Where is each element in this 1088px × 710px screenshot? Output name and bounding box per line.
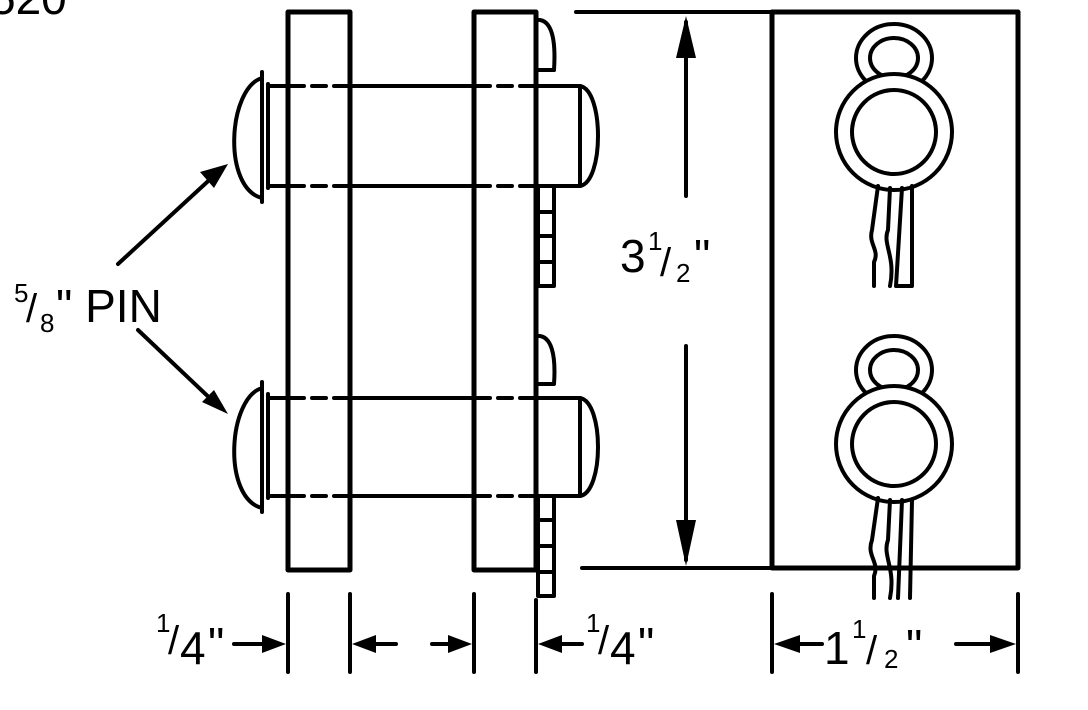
pin-label: " PIN: [56, 280, 162, 332]
height-mark: ": [694, 230, 710, 282]
width-slash: /: [866, 629, 878, 673]
left-plate: [285, 9, 353, 573]
bottom-dimensions: [232, 592, 1020, 674]
height-whole: 3: [620, 230, 646, 282]
width-num: 1: [852, 614, 866, 644]
dim-right-slash: /: [598, 619, 610, 663]
width-den: 2: [884, 644, 898, 674]
dim-right-den: 4: [610, 622, 636, 674]
lower-clip-end: [834, 334, 954, 600]
upper-clip-side: [534, 17, 557, 288]
height-slash: /: [660, 241, 672, 285]
height-den: 2: [676, 258, 690, 288]
dim-left-num: 1: [156, 608, 170, 638]
figure-number: 520: [0, 0, 67, 24]
dim-left-mark: ": [208, 618, 224, 670]
dim-right-num: 1: [586, 608, 600, 638]
lower-pin: [232, 380, 600, 514]
pin-leaders: [116, 164, 228, 414]
upper-clip-end: [834, 22, 954, 288]
dim-left-slash: /: [168, 619, 180, 663]
height-num: 1: [648, 226, 662, 256]
width-whole: 1: [824, 622, 850, 674]
pin-num: 5: [14, 278, 28, 308]
right-plate: [471, 9, 539, 573]
lower-clip-side: [534, 333, 557, 598]
dim-left-den: 4: [180, 622, 206, 674]
pin-den: 8: [40, 308, 54, 338]
dim-right-mark: ": [638, 618, 654, 670]
upper-pin: [232, 70, 600, 204]
height-dimension: [574, 10, 774, 570]
width-mark: ": [906, 620, 922, 672]
pin-slash: /: [26, 287, 38, 331]
